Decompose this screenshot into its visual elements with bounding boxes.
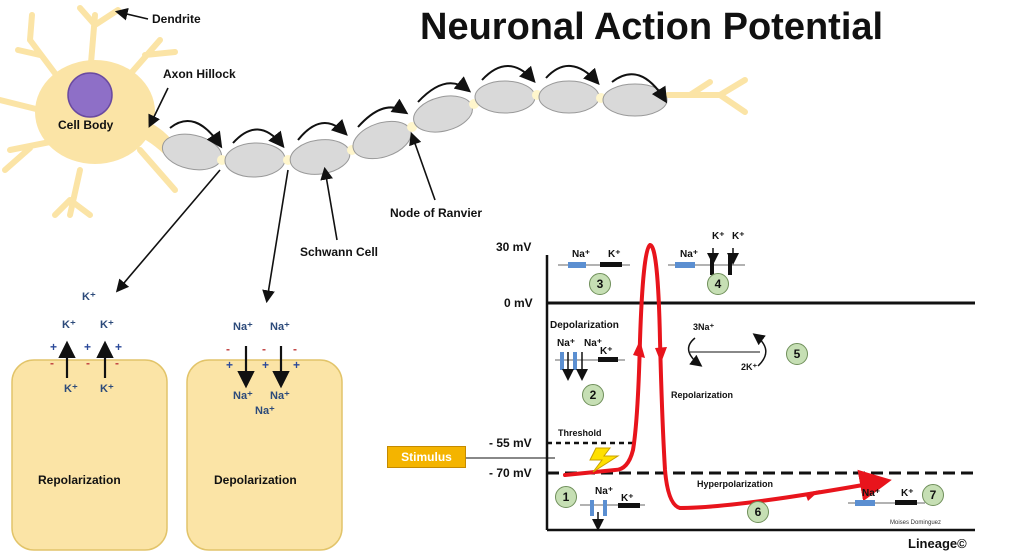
dendrite-label: Dendrite	[152, 12, 201, 26]
step-4-circle: 4	[707, 273, 729, 295]
page-title: Neuronal Action Potential	[420, 6, 884, 48]
author-credit: Moises Dominguez	[890, 520, 942, 526]
cell-boxes	[11, 359, 343, 551]
repolarization-phase-label: Repolarization	[671, 390, 734, 400]
k-ion-bottom-2: K⁺	[100, 383, 114, 395]
step-2-circle: 2	[582, 384, 604, 406]
y-label-zero: 0 mV	[504, 296, 533, 310]
plus-sign: +	[50, 340, 58, 354]
step5-2k-label: 2K⁺	[741, 362, 758, 372]
brand-logo-text: Lineage©	[908, 536, 967, 551]
na-ion-top-1: Na⁺	[233, 321, 253, 333]
plus-sign: +	[84, 340, 92, 354]
k-ion-top-1: K⁺	[62, 319, 76, 331]
step3-na-label: Na⁺	[572, 249, 591, 260]
na-ion-bottom-2: Na⁺	[270, 390, 290, 402]
lightning-bolt-icon	[589, 447, 620, 473]
step2-k-label: K⁺	[600, 346, 613, 357]
axon-segments	[161, 80, 668, 178]
trace-direction-arrows	[633, 340, 820, 501]
step-5-circle: 5	[786, 343, 808, 365]
step-6-circle: 6	[747, 501, 769, 523]
saltatory-arrows	[169, 64, 668, 149]
plus-sign: +	[262, 358, 270, 372]
depolarization-label: Depolarization	[214, 473, 297, 487]
step2-na-label-2: Na⁺	[584, 338, 603, 349]
action-potential-trace	[563, 242, 892, 511]
hyperpolarization-phase-label: Hyperpolarization	[697, 479, 774, 489]
plus-sign: +	[115, 340, 123, 354]
y-label-rest: - 70 mV	[489, 466, 532, 480]
step-7-circle: 7	[922, 484, 944, 506]
channel-glyphs	[555, 248, 925, 531]
step1-k-label: K⁺	[621, 493, 634, 504]
depolarization-phase-label: Depolarization	[550, 320, 619, 331]
nucleus	[67, 72, 113, 118]
step-3-circle: 3	[589, 273, 611, 295]
plus-sign: +	[226, 358, 234, 372]
pointer-arrows	[114, 7, 436, 304]
repolarization-label: Repolarization	[38, 473, 121, 487]
step4-na-label: Na⁺	[680, 249, 699, 260]
minus-sign: -	[86, 356, 90, 370]
step7-k-label: K⁺	[901, 488, 914, 499]
step4-k-label-1: K⁺	[712, 231, 725, 242]
minus-sign: -	[226, 342, 230, 356]
na-ion-bottom-1: Na⁺	[233, 390, 253, 402]
step1-na-label: Na⁺	[595, 486, 614, 497]
minus-sign: -	[293, 342, 297, 356]
na-ion-extra: Na⁺	[255, 405, 275, 417]
step7-na-label: Na⁺	[862, 488, 881, 499]
step3-k-label: K⁺	[608, 249, 621, 260]
step4-k-label-2: K⁺	[732, 231, 745, 242]
ion-flow-arrows	[58, 340, 290, 389]
y-label-threshold: - 55 mV	[489, 436, 532, 450]
floating-k-ion: K⁺	[82, 291, 96, 303]
stimulus-button[interactable]: Stimulus	[387, 446, 466, 468]
y-label-peak: 30 mV	[496, 240, 532, 254]
step2-na-label-1: Na⁺	[557, 338, 576, 349]
minus-sign: -	[115, 356, 119, 370]
step5-3na-label: 3Na⁺	[693, 322, 715, 332]
node-of-ranvier-label: Node of Ranvier	[390, 206, 483, 220]
k-ion-bottom-1: K⁺	[64, 383, 78, 395]
step-1-circle: 1	[555, 486, 577, 508]
axon-terminal	[665, 77, 748, 115]
plus-sign: +	[293, 358, 301, 372]
axon-hillock-label: Axon Hillock	[163, 67, 236, 81]
na-ion-top-2: Na⁺	[270, 321, 290, 333]
schwann-cell-label: Schwann Cell	[300, 245, 379, 259]
cell-body-label: Cell Body	[58, 118, 114, 132]
minus-sign: -	[262, 342, 266, 356]
minus-sign: -	[50, 356, 54, 370]
neuron-soma	[0, 5, 178, 218]
threshold-label: Threshold	[558, 428, 602, 438]
graph-axes	[465, 255, 975, 532]
k-ion-top-2: K⁺	[100, 319, 114, 331]
